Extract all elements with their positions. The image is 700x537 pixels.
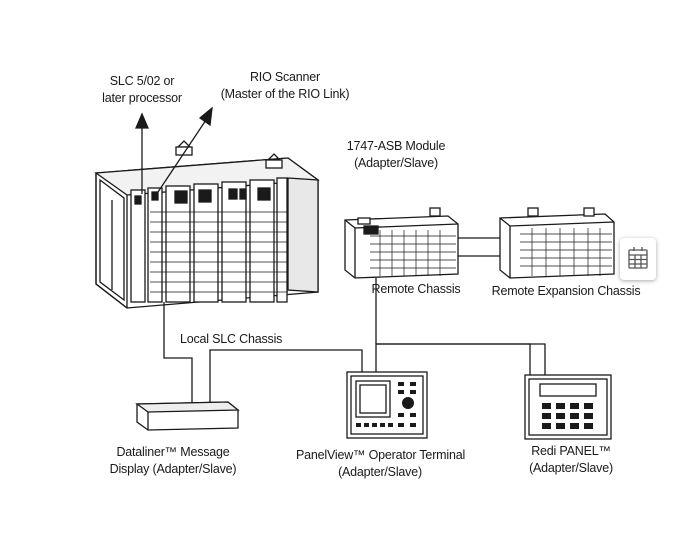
asb-module-label: 1747-ASB Module (Adapter/Slave) [340, 138, 452, 172]
rio-scanner-label-line2: (Master of the RIO Link) [220, 87, 350, 101]
rio-link-cable [163, 278, 546, 405]
dataliner-display [135, 401, 240, 431]
processor-arrow [135, 112, 149, 194]
asb-module-label-line2: (Adapter/Slave) [354, 156, 438, 170]
scanner-arrow [157, 106, 213, 193]
rio-scanner-label-line1: RIO Scanner [249, 70, 321, 84]
remote-chassis-label: Remote Chassis [371, 282, 461, 296]
redi-panel [524, 374, 612, 440]
dataliner-label: Dataliner™ Message Display (Adapter/Slav… [108, 444, 238, 478]
dataliner-label-line1: Dataliner™ Message [116, 445, 230, 459]
panelview-label-line2: (Adapter/Slave) [338, 465, 422, 479]
redi-panel-label-line2: (Adapter/Slave) [529, 461, 613, 475]
asb-module-label-line1: 1747-ASB Module [346, 139, 446, 153]
slc-processor-label: SLC 5/02 or later processor [96, 73, 188, 107]
dataliner-label-line2: Display (Adapter/Slave) [109, 462, 237, 476]
panelview-label: PanelView™ Operator Terminal (Adapter/Sl… [296, 447, 466, 481]
local-slc-chassis-label: Local SLC Chassis [180, 332, 283, 346]
redi-panel-label: Redi PANEL™ (Adapter/Slave) [522, 443, 620, 477]
rio-scanner-label: RIO Scanner (Master of the RIO Link) [210, 69, 360, 103]
chassis-module-stripes [150, 200, 288, 302]
remote-chassis [344, 207, 459, 279]
redi-panel-label-line1: Redi PANEL™ [531, 444, 611, 458]
local-slc-chassis [94, 140, 320, 309]
remote-expansion-chassis-label: Remote Expansion Chassis [491, 284, 641, 298]
corner-widget-button[interactable] [620, 238, 656, 280]
slc-processor-label-line2: later processor [102, 91, 182, 105]
slc-processor-label-line1: SLC 5/02 or [109, 74, 175, 88]
remote-expansion-chassis [499, 207, 615, 279]
panelview-label-line1: PanelView™ Operator Terminal [296, 448, 466, 462]
panelview-terminal [346, 371, 428, 439]
calendar-grid-icon [628, 247, 648, 269]
expansion-cable [458, 237, 500, 257]
